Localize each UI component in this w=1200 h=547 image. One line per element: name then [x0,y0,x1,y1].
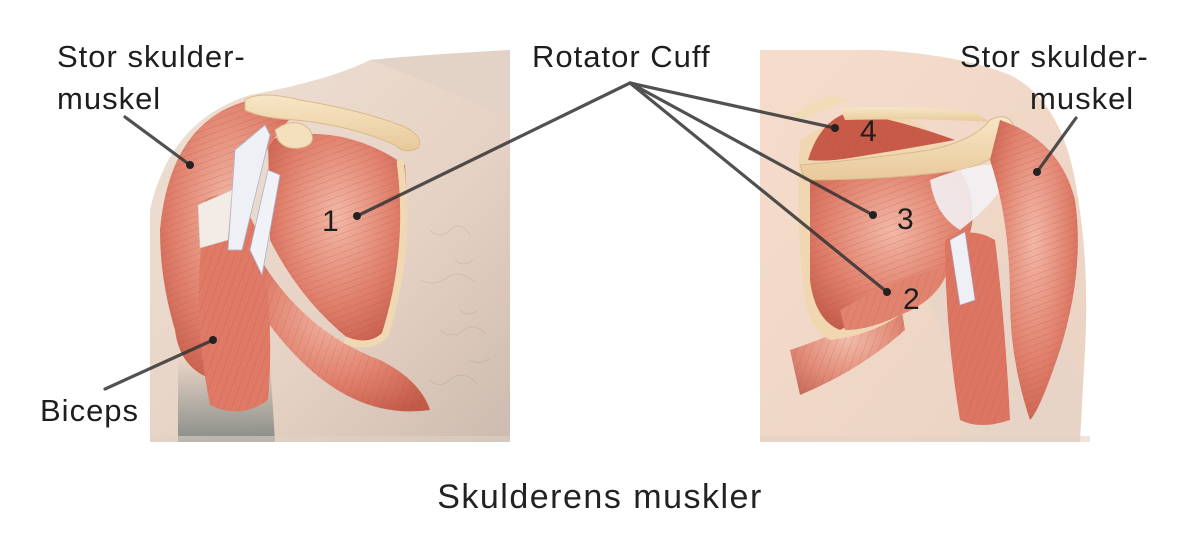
leader-rotator-3 [628,81,875,217]
leader-rotator-2 [628,81,889,294]
leader-left-deltoid [123,115,192,167]
marker-2: 2 [903,283,920,316]
label-left-deltoid-line2: muskel [57,81,162,116]
label-right-deltoid-line2: muskel [1030,81,1135,116]
diagram-caption: Skulderens muskler [437,478,763,516]
leader-rotator-1 [355,81,632,218]
label-biceps: Biceps [40,393,140,428]
label-rotator-cuff: Rotator Cuff [532,39,711,74]
leader-lines [103,81,1078,391]
leader-biceps [103,338,215,391]
label-left-deltoid-line1: Stor skulder- [57,39,246,74]
marker-4: 4 [860,115,877,148]
front-view-illustration [150,50,510,442]
leader-rotator-4 [628,81,837,130]
arrowheads [186,124,1041,344]
marker-1: 1 [322,205,339,238]
leader-right-deltoid [1035,116,1078,174]
label-right-deltoid-line1: Stor skulder- [960,39,1149,74]
marker-3: 3 [897,203,914,236]
back-view-illustration [760,50,1090,442]
